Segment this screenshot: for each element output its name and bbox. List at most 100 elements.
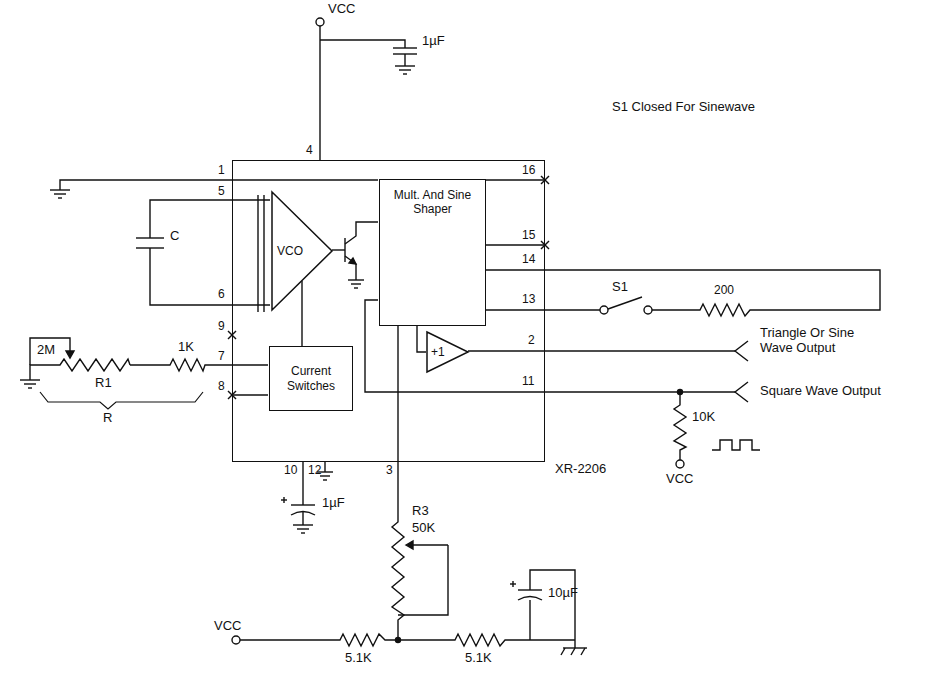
component-label: 5.1K — [465, 651, 492, 666]
timing-resistor — [30, 359, 130, 380]
component-label: VCC — [214, 619, 241, 634]
timing-resistor — [130, 359, 268, 371]
bias-network — [574, 640, 575, 648]
current-switch-box: Current Switches — [269, 346, 353, 411]
timing-resistor — [20, 379, 40, 380]
bias-network — [320, 475, 330, 476]
bias-network — [323, 479, 327, 480]
bias-network — [518, 597, 542, 601]
pin-number: 6 — [218, 288, 225, 302]
component-label: VCC — [328, 2, 355, 17]
bias-network — [410, 544, 448, 545]
internal-wiring — [541, 176, 549, 184]
timing-capacitor — [136, 237, 164, 238]
pin-number: 5 — [218, 185, 225, 199]
ic-package: XR-2206VCOMult. And Sine ShaperCurrent S… — [232, 160, 545, 462]
bias-network — [232, 636, 240, 644]
internal-wiring — [345, 222, 378, 244]
internal-wiring — [351, 283, 361, 284]
pin-number: 1 — [218, 164, 225, 178]
bias-network — [398, 545, 448, 615]
component-label: 50K — [412, 521, 435, 536]
internal-wiring — [345, 256, 356, 280]
pin-number: 4 — [306, 144, 313, 158]
vco-block: VCO — [271, 191, 333, 311]
internal-wiring — [232, 394, 268, 395]
bias-network — [240, 634, 398, 646]
bias-network — [293, 524, 313, 525]
internal-wiring — [348, 279, 364, 280]
supply-top — [316, 18, 324, 26]
internal-wiring — [541, 176, 549, 184]
pin-number: 2 — [528, 334, 535, 348]
internal-wiring — [397, 325, 398, 515]
component-label: S1 Closed For Sinewave — [612, 100, 755, 115]
triangle-outline — [427, 332, 468, 372]
sine-switch — [545, 270, 880, 316]
signal-wire — [301, 281, 302, 346]
bias-network — [297, 528, 309, 529]
pin-number: 13 — [522, 293, 535, 307]
sine-shaper-box: Mult. And Sine Shaper — [379, 179, 486, 326]
bias-network — [301, 532, 305, 533]
timing-resistor — [66, 351, 74, 358]
bias-network — [324, 462, 325, 472]
internal-wiring — [541, 241, 549, 249]
outputs — [674, 392, 686, 460]
internal-wiring — [232, 179, 378, 180]
pin-number: 8 — [218, 380, 225, 394]
component-label: 10µF — [548, 586, 578, 601]
timing-resistor — [20, 338, 268, 409]
component-label: C — [170, 229, 179, 244]
sine-switch — [608, 297, 642, 309]
pin-number: 12 — [308, 464, 321, 478]
bias-network — [406, 541, 413, 549]
block-label: +1 — [431, 345, 445, 359]
block-label: Current Switches — [274, 364, 348, 393]
timing-capacitor — [50, 180, 270, 305]
sine-switch — [545, 270, 880, 316]
component-label: 2M — [37, 343, 55, 358]
outputs — [712, 440, 760, 450]
pin-number: 3 — [386, 464, 393, 478]
supply-top — [319, 26, 320, 160]
supply-top — [320, 40, 405, 48]
component-label: Square Wave Output — [760, 384, 930, 399]
outputs — [735, 382, 748, 402]
sine-switch — [545, 309, 600, 310]
sine-switch — [600, 306, 608, 314]
timing-capacitor — [150, 200, 270, 238]
timing-capacitor — [54, 193, 66, 194]
bias-network — [302, 462, 303, 505]
internal-wiring — [354, 287, 358, 288]
internal-wiring — [332, 249, 345, 250]
buffer-amp: +1 — [426, 331, 469, 373]
supply-top — [399, 69, 411, 70]
internal-wiring — [485, 179, 545, 180]
timing-capacitor — [60, 180, 232, 190]
triangle-outline — [272, 192, 332, 310]
outputs — [735, 341, 748, 361]
timing-resistor — [40, 392, 203, 409]
timing-resistor — [30, 338, 70, 365]
component-label: 1µF — [322, 496, 345, 511]
bias-network — [581, 648, 585, 655]
internal-wiring — [263, 195, 264, 312]
pin-number: 7 — [218, 350, 225, 364]
supply-top — [404, 54, 405, 66]
component-label: Triangle Or Sine Wave Output — [760, 326, 870, 356]
pin-number: 200 — [714, 284, 734, 298]
internal-wiring — [485, 309, 545, 310]
component-label: 10K — [692, 410, 715, 425]
bias-network — [291, 504, 315, 505]
bias-network — [232, 462, 587, 655]
component-label: 5.1K — [345, 651, 372, 666]
outputs — [674, 341, 760, 468]
supply-top — [316, 18, 417, 160]
supply-top — [403, 73, 407, 74]
bias-network — [302, 511, 303, 525]
component-label: 1µF — [422, 34, 445, 49]
bias-network — [561, 648, 565, 655]
supply-top — [393, 47, 417, 48]
